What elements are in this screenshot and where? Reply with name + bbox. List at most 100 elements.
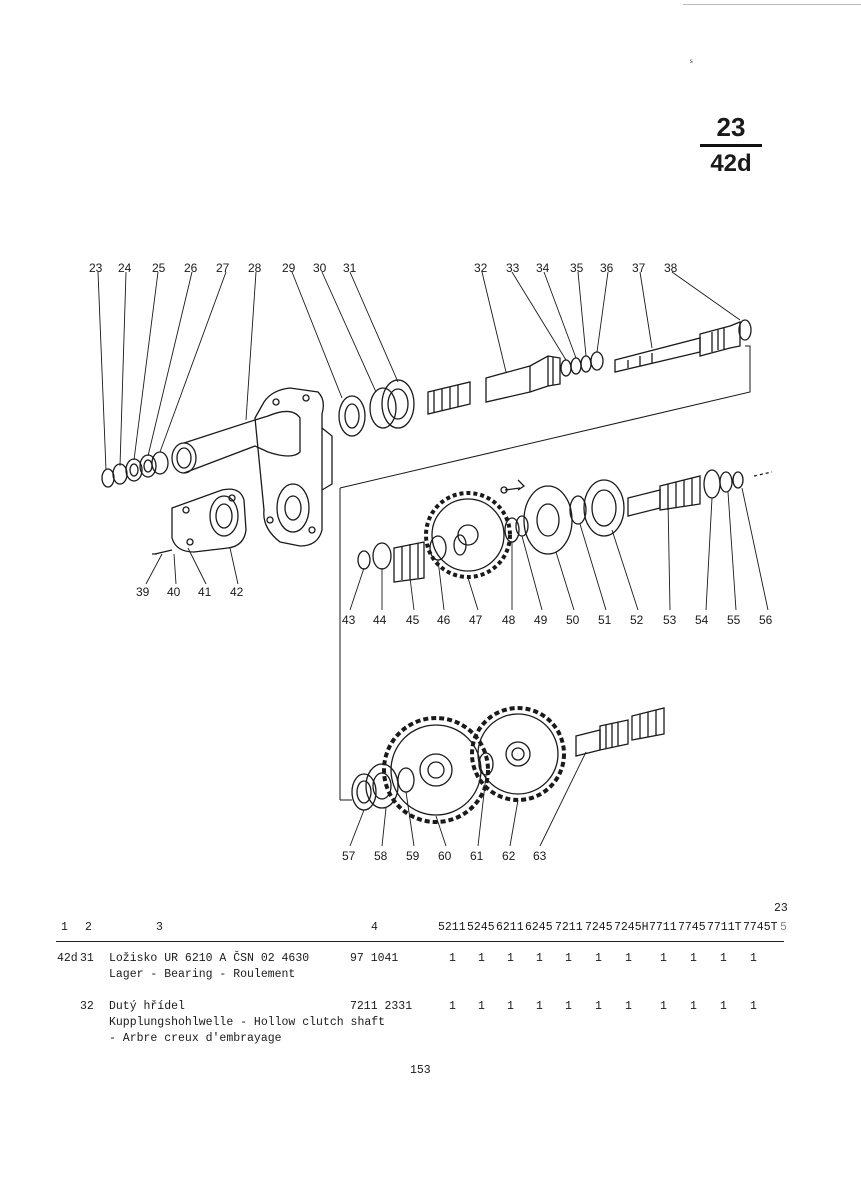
callout-58: 58 xyxy=(374,849,388,863)
callout-39: 39 xyxy=(136,585,150,599)
row-32-qty-7211: 1 xyxy=(565,1000,572,1013)
callout-51: 51 xyxy=(598,613,612,627)
callout-35: 35 xyxy=(570,261,584,275)
callout-25: 25 xyxy=(152,261,166,275)
col-header-4: 4 xyxy=(371,921,378,934)
callout-40: 40 xyxy=(167,585,181,599)
header-rule xyxy=(56,941,784,942)
row-32-qty-7711: 1 xyxy=(660,1000,667,1013)
table-corner-number: 23 xyxy=(774,902,788,915)
callout-23: 23 xyxy=(89,261,103,275)
model-col-7711t: 7711T xyxy=(707,921,742,934)
callout-45: 45 xyxy=(406,613,420,627)
callout-34: 34 xyxy=(536,261,550,275)
row-31-qty-7211: 1 xyxy=(565,952,572,965)
model-col-suffix: 5 xyxy=(780,921,787,934)
row-31-qty-7245: 1 xyxy=(595,952,602,965)
callout-49: 49 xyxy=(534,613,548,627)
callout-46: 46 xyxy=(437,613,451,627)
callout-56: 56 xyxy=(759,613,773,627)
callout-44: 44 xyxy=(373,613,387,627)
page-section-code: 23 42d xyxy=(700,112,762,178)
row-32-description-2: Kupplungshohlwelle - Hollow clutch shaft xyxy=(109,1016,386,1029)
model-col-7245h: 7245H xyxy=(614,921,649,934)
row-31-qty-6211: 1 xyxy=(507,952,514,965)
row-31-description-2: Lager - Bearing - Roulement xyxy=(109,968,296,981)
callout-54: 54 xyxy=(695,613,709,627)
section-number: 23 xyxy=(716,112,746,142)
row-32-qty-6245: 1 xyxy=(536,1000,543,1013)
callout-52: 52 xyxy=(630,613,644,627)
model-col-5211: 5211 xyxy=(438,921,466,934)
callout-29: 29 xyxy=(282,261,296,275)
row-31-qty-5211: 1 xyxy=(449,952,456,965)
callout-30: 30 xyxy=(313,261,327,275)
callout-26: 26 xyxy=(184,261,198,275)
group-code: 42d xyxy=(710,150,752,177)
callout-labels: 23 24 25 26 27 28 29 30 31 32 33 34 35 3… xyxy=(89,261,773,863)
model-col-6245: 6245 xyxy=(525,921,553,934)
model-col-7745t: 7745T xyxy=(743,921,778,934)
row-32-part-number: 7211 2331 xyxy=(350,1000,413,1013)
row-31-position: 31 xyxy=(80,952,94,965)
callout-63: 63 xyxy=(533,849,547,863)
middle-gear-group xyxy=(339,469,773,800)
callout-31: 31 xyxy=(343,261,357,275)
callout-55: 55 xyxy=(727,613,741,627)
row-32-qty-6211: 1 xyxy=(507,1000,514,1013)
callout-38: 38 xyxy=(664,261,678,275)
row-31-qty-7745t: 1 xyxy=(750,952,757,965)
callout-24: 24 xyxy=(118,261,132,275)
callout-27: 27 xyxy=(216,261,230,275)
row-32-description-1: Dutý hřídel xyxy=(109,1000,185,1013)
row-31-qty-7711: 1 xyxy=(660,952,667,965)
exploded-assembly-drawing: 23 24 25 26 27 28 29 30 31 32 33 34 35 3… xyxy=(89,261,773,863)
callout-28: 28 xyxy=(248,261,262,275)
callout-33: 33 xyxy=(506,261,520,275)
callout-48: 48 xyxy=(502,613,516,627)
leader-lines xyxy=(97,271,769,847)
callout-37: 37 xyxy=(632,261,646,275)
row-31-qty-7745: 1 xyxy=(690,952,697,965)
row-31-description-1: Ložisko UR 6210 A ČSN 02 4630 xyxy=(109,952,310,965)
callout-62: 62 xyxy=(502,849,516,863)
row-31-part-number: 97 1041 xyxy=(350,952,399,965)
row-32-position: 32 xyxy=(80,1000,94,1013)
callout-53: 53 xyxy=(663,613,677,627)
model-col-6211: 6211 xyxy=(496,921,524,934)
callout-36: 36 xyxy=(600,261,614,275)
row-32-qty-7745t: 1 xyxy=(750,1000,757,1013)
row-32-qty-7711t: 1 xyxy=(720,1000,727,1013)
upper-shaft-group xyxy=(101,319,752,555)
row-32-qty-7245: 1 xyxy=(595,1000,602,1013)
row-32-qty-7745: 1 xyxy=(690,1000,697,1013)
model-col-7211: 7211 xyxy=(555,921,583,934)
model-col-5245: 5245 xyxy=(467,921,495,934)
page-number: 153 xyxy=(410,1064,431,1077)
corner-mark: s xyxy=(690,57,693,65)
callout-41: 41 xyxy=(198,585,212,599)
row-31-qty-7245h: 1 xyxy=(625,952,632,965)
callout-43: 43 xyxy=(342,613,356,627)
row-31-qty-5245: 1 xyxy=(478,952,485,965)
model-col-7711: 7711 xyxy=(649,921,677,934)
model-col-7245: 7245 xyxy=(585,921,613,934)
callout-60: 60 xyxy=(438,849,452,863)
col-header-3: 3 xyxy=(156,921,163,934)
section-divider xyxy=(700,144,762,147)
row-32-qty-5211: 1 xyxy=(449,1000,456,1013)
col-header-2: 2 xyxy=(85,921,92,934)
row-32-qty-7245h: 1 xyxy=(625,1000,632,1013)
row-31-qty-7711t: 1 xyxy=(720,952,727,965)
row-32-description-3: - Arbre creux d'embrayage xyxy=(109,1032,282,1045)
callout-42: 42 xyxy=(230,585,244,599)
callout-59: 59 xyxy=(406,849,420,863)
callout-61: 61 xyxy=(470,849,484,863)
row-31-qty-6245: 1 xyxy=(536,952,543,965)
callout-32: 32 xyxy=(474,261,488,275)
model-col-7745: 7745 xyxy=(678,921,706,934)
callout-50: 50 xyxy=(566,613,580,627)
top-edge-rule xyxy=(683,4,861,5)
row-31-group: 42d xyxy=(57,952,78,965)
